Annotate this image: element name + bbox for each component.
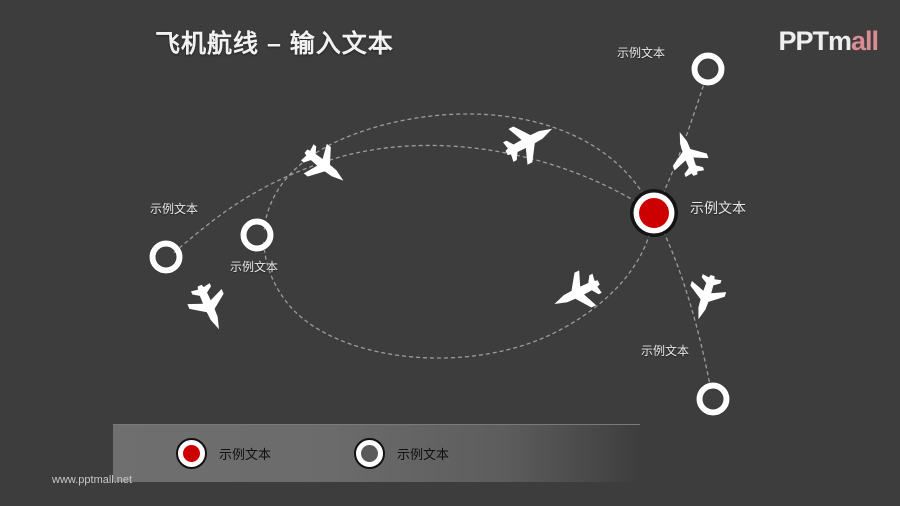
airplane-icon — [182, 278, 237, 337]
route-left-tail — [169, 144, 655, 257]
node-label-top-right: 示例文本 — [617, 46, 666, 60]
logo-text-red: all — [850, 26, 879, 56]
page-title: 飞机航线 – 输入文本 — [155, 30, 394, 58]
legend-bar: 示例文本 示例文本 — [113, 424, 640, 482]
node-top-right[interactable] — [691, 52, 725, 86]
legend-label-grey: 示例文本 — [397, 447, 450, 462]
node-left-outer[interactable] — [149, 240, 183, 274]
legend-marker-grey-icon — [354, 438, 385, 469]
node-bottom-right[interactable] — [696, 382, 730, 416]
node-label-bottom-right: 示例文本 — [641, 344, 690, 358]
footer-url: www.pptmall.net — [52, 474, 133, 486]
logo-text-white: PPTm — [778, 26, 852, 56]
legend-label-red: 示例文本 — [219, 447, 272, 462]
pptmall-logo: PPTmall — [778, 26, 879, 57]
airplane-icon — [662, 125, 713, 182]
node-group — [149, 52, 730, 416]
airplane-icon — [545, 265, 608, 322]
node-left-inner[interactable] — [240, 218, 274, 252]
legend-item-grey[interactable]: 示例文本 — [354, 438, 449, 469]
node-label-left-outer: 示例文本 — [150, 202, 199, 216]
route-main-loop — [263, 113, 655, 359]
legend-item-red[interactable]: 示例文本 — [176, 438, 271, 469]
node-label-left-inner: 示例文本 — [230, 260, 279, 274]
airplane-icon — [294, 136, 355, 196]
node-hub[interactable] — [630, 189, 678, 237]
route-hub-to-bottomright — [653, 212, 713, 397]
node-label-hub: 示例文本 — [690, 200, 746, 216]
legend-marker-red-icon — [176, 438, 207, 469]
